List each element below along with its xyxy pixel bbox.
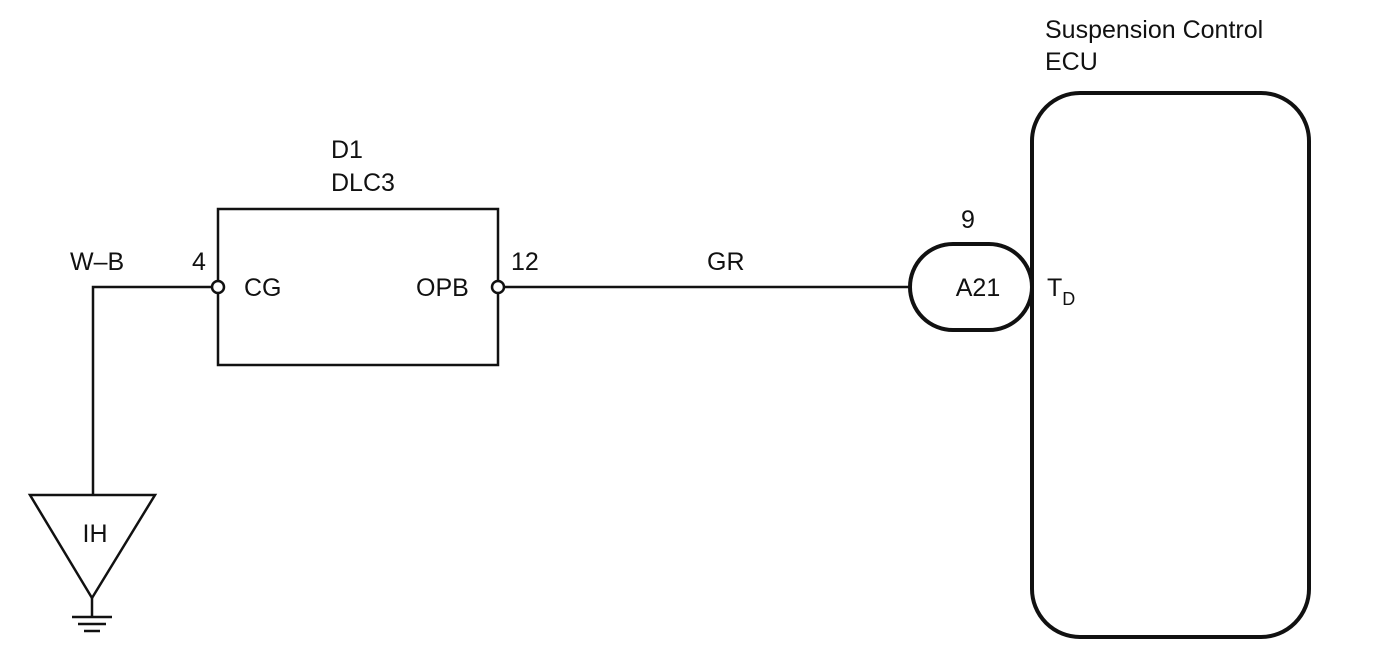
connector-a21-label: A21	[956, 274, 1000, 302]
dlc3-pin-cg-number: 4	[192, 248, 206, 276]
ground-wire-color-label: W–B	[70, 248, 124, 276]
ecu-terminal-main: T	[1047, 274, 1062, 302]
dlc3-pin-cg-name: CG	[244, 274, 282, 302]
signal-wire-color-label: GR	[707, 248, 745, 276]
ecu-title-line2: ECU	[1045, 48, 1098, 76]
ground-point-triangle	[27, 493, 158, 601]
dlc3-pin-cg	[210, 279, 226, 295]
ground-wire: W–B	[70, 248, 212, 495]
ground-point: IH	[27, 493, 158, 633]
ground-point-label: IH	[83, 520, 108, 548]
ecu-terminal-subscript: D	[1062, 289, 1075, 309]
ecu-terminal-label: TD	[1047, 274, 1075, 309]
dlc3-pin-opb-number: 12	[511, 248, 539, 276]
ground-wire-line	[91, 285, 212, 495]
ecu-block: Suspension Control ECU TD	[1030, 16, 1311, 639]
dlc3-pin-opb	[490, 279, 506, 295]
dlc3-id: D1	[331, 136, 363, 164]
ecu-title-line1: Suspension Control	[1045, 16, 1263, 44]
ecu-box	[1030, 91, 1311, 639]
connector-a21: A21 9	[908, 206, 1034, 332]
ground-symbol-icon	[72, 598, 112, 633]
dlc3-pin-opb-name: OPB	[416, 274, 469, 302]
signal-wire: GR	[504, 248, 910, 289]
dlc3-block: D1 DLC3 4 CG 12 OPB	[192, 136, 539, 367]
connector-a21-pin-number: 9	[961, 206, 975, 234]
dlc3-name: DLC3	[331, 169, 395, 197]
